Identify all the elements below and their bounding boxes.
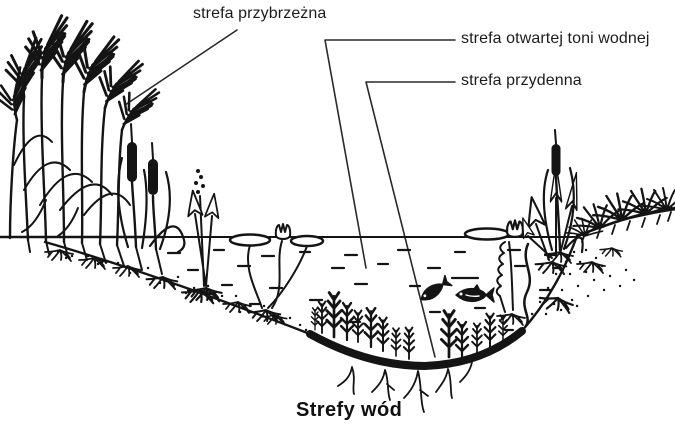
lily-pad: [463, 227, 511, 241]
lily-pad: [228, 233, 272, 247]
flower-spike-buds: [194, 169, 205, 194]
leader-line-open-water: [324, 39, 456, 269]
lily-pad: [289, 234, 325, 248]
arrowhead-plant-left: [184, 169, 223, 303]
right-bank-hatches: [581, 211, 672, 243]
label-benthic-zone: strefa przydenna: [461, 72, 582, 89]
figure-title: Strefy wód: [296, 399, 403, 421]
corkscrew-stem: [495, 241, 506, 313]
reed-leaves: [13, 134, 131, 237]
cattail-right-drawing: [542, 129, 584, 264]
label-littoral-zone: strefa przybrzeżna: [193, 5, 327, 22]
water-lilies-left: [228, 223, 325, 324]
label-open-water-zone: strefa otwartej toni wodnej: [461, 30, 650, 47]
leader-line-littoral: [124, 29, 238, 106]
leader-lines: [124, 29, 456, 358]
fish-diving: [420, 274, 453, 301]
ribbon-leaf: [523, 242, 532, 328]
arrowhead-plants-right: [516, 162, 584, 276]
fish-drawing: [420, 274, 495, 303]
water-lily-right: [463, 219, 532, 328]
fish-swimming: [455, 284, 495, 303]
leader-line-benthic: [365, 81, 456, 358]
cattails-left-drawing: [117, 123, 186, 254]
basin-roots: [337, 361, 473, 413]
lily-flower: [274, 223, 292, 240]
shore-roots: [27, 239, 288, 326]
basin-bottom: [306, 327, 526, 370]
reeds-drawing: [0, 13, 161, 247]
lily-flower: [505, 219, 525, 238]
right-underwater-slope: [518, 234, 579, 335]
